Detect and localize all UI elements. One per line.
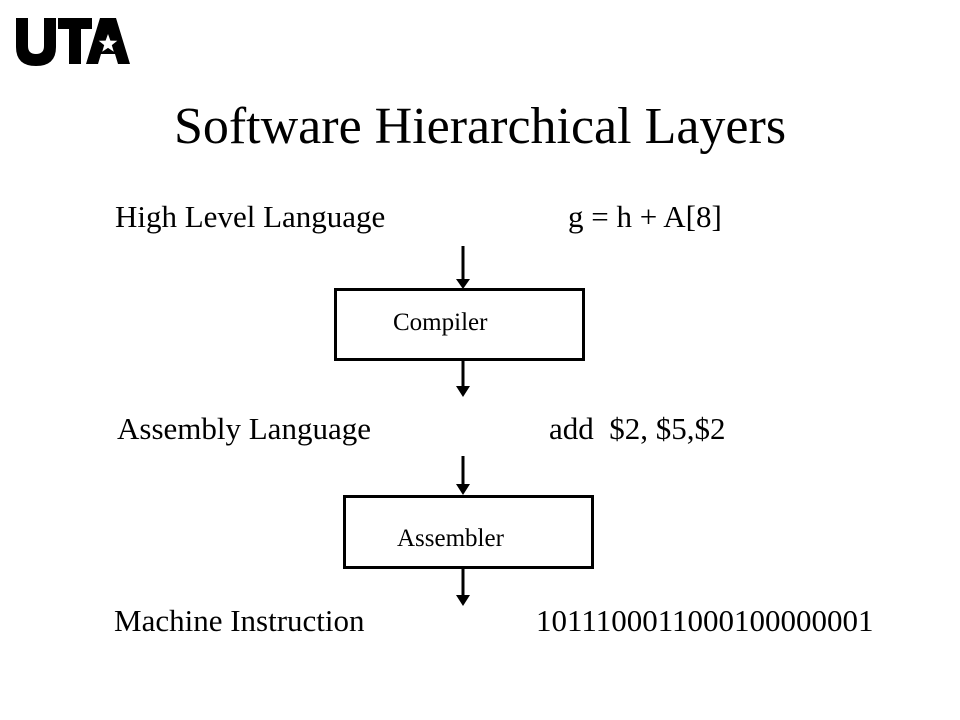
layer-example-machine: 1011100011000100000001 [536,603,874,638]
compiler-label: Compiler [393,309,488,336]
assembler-box: Assembler [343,495,594,569]
layer-example-high-level: g = h + A[8] [568,199,722,234]
layer-label-assembly: Assembly Language [117,411,371,446]
uta-logo [16,18,130,66]
layer-label-machine: Machine Instruction [114,603,365,638]
assembler-label: Assembler [397,525,504,552]
star-icon [98,34,118,52]
compiler-box: Compiler [334,288,585,361]
slide-title: Software Hierarchical Layers [173,98,787,155]
layer-label-high-level: High Level Language [115,199,386,234]
layer-example-assembly: add $2, $5,$2 [549,411,726,446]
